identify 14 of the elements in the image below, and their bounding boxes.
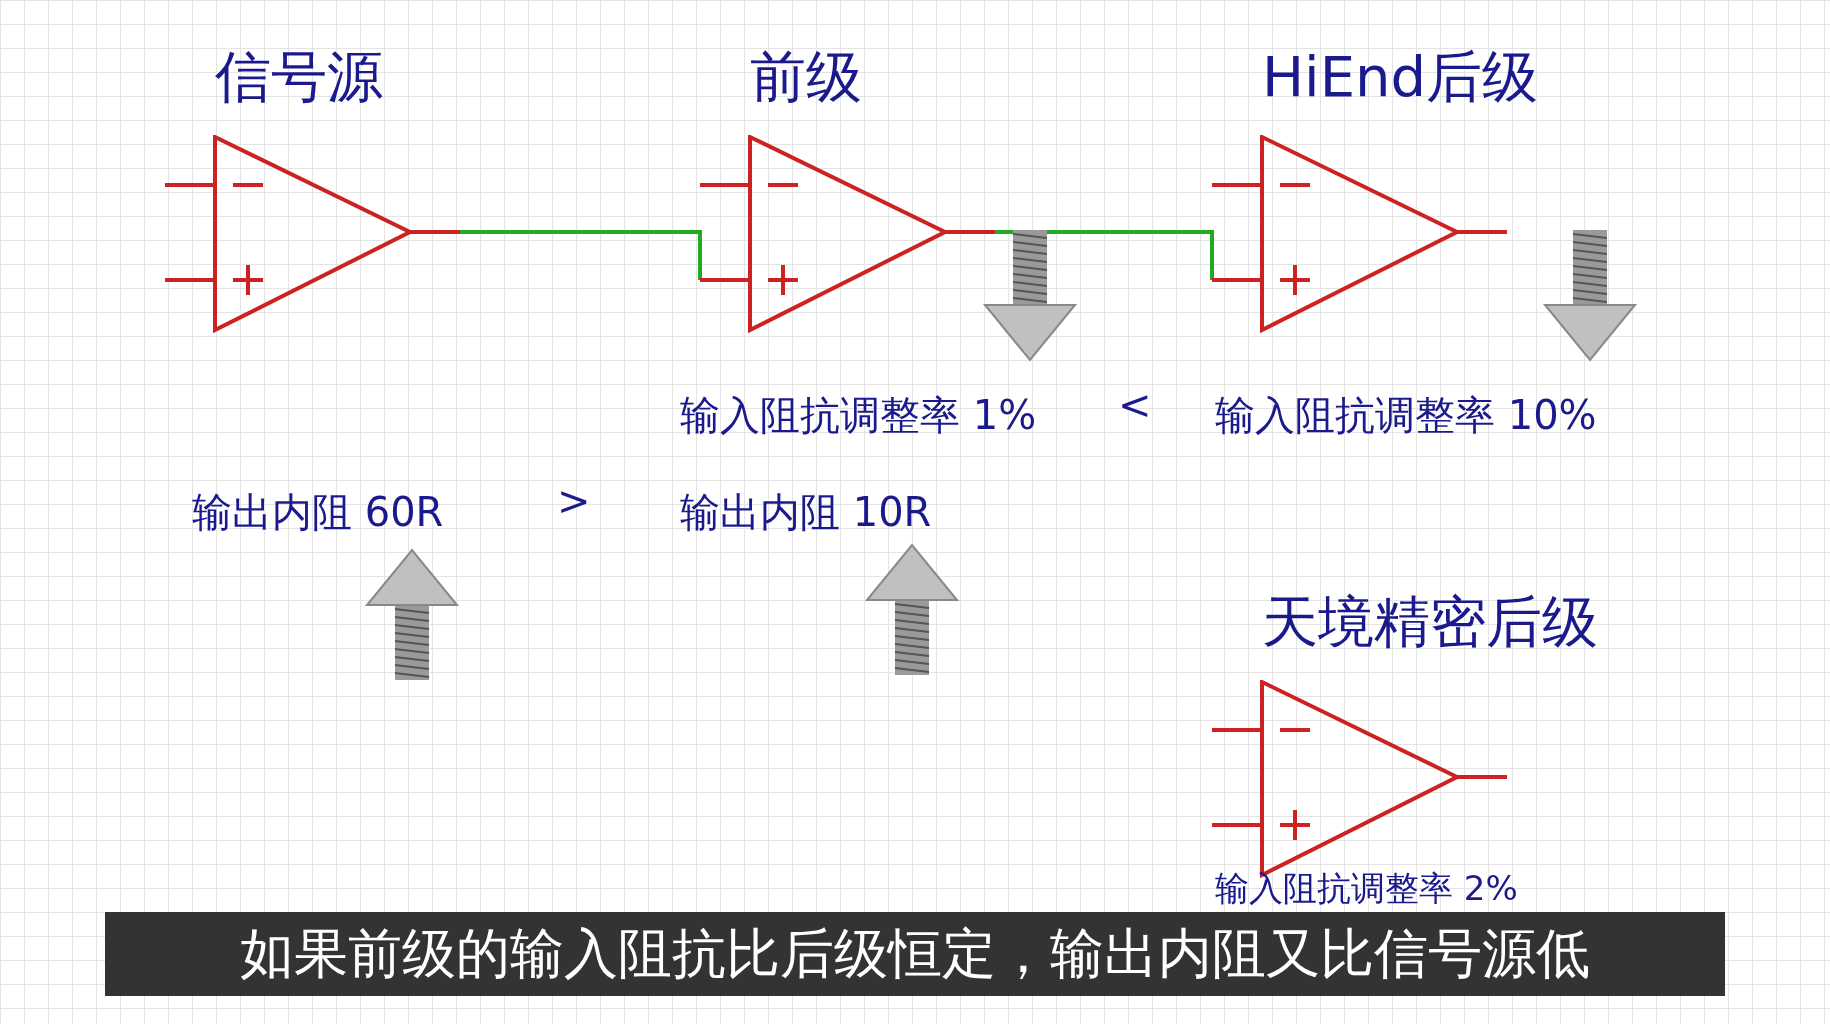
impedance-label: 输出内阻 10R [680, 488, 932, 537]
comparison-sign: > [557, 478, 591, 524]
wire [995, 230, 1214, 280]
stage-title: 信号源 [215, 43, 383, 111]
impedance-label: 输入阻抗调整率 2% [1215, 867, 1518, 910]
impedance-label: 输入阻抗调整率 1% [680, 391, 1037, 440]
impedance-label: 输出内阻 60R [192, 488, 444, 537]
stage-title: HiEnd后级 [1262, 43, 1539, 111]
wire [460, 230, 702, 280]
impedance-label: 输入阻抗调整率 10% [1215, 391, 1597, 440]
stage-title: 天境精密后级 [1262, 588, 1598, 656]
comparison-sign: < [1118, 382, 1152, 428]
subtitle-caption: 如果前级的输入阻抗比后级恒定，输出内阻又比信号源低 [105, 912, 1725, 996]
stage-title: 前级 [750, 43, 862, 111]
